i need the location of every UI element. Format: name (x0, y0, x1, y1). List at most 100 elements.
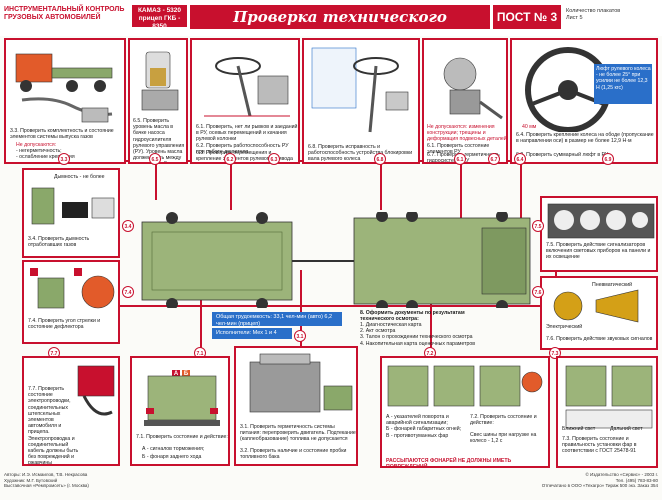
footer-authors: Авторы: И.Э. Исмаилов, Т.В. Некрасова Ху… (4, 472, 89, 488)
caption-6-3: 6.3. Проверить перемещения и крепление э… (196, 150, 293, 163)
truck-exhaust-illustration (15, 53, 113, 123)
post-number: ПОСТ № 3 (493, 5, 561, 29)
caption-7-2-note: Свес шины при нагрузке на колесо - 1,2 с (470, 432, 537, 445)
panel-exhaust-system: 3.3. Проверить комплектность и состояние… (4, 38, 126, 164)
connector-line (460, 150, 462, 220)
low-beam-label: Ближний свет (562, 426, 596, 432)
marker: 6.4 (514, 153, 526, 165)
caption-3-1: 3.1. Проверить герметичность системы пит… (240, 424, 356, 443)
marker-b: Б (182, 370, 190, 378)
steering-lock-illustration (311, 47, 409, 133)
marker: 7.5 (532, 220, 544, 232)
steering-column-illustration (204, 57, 290, 117)
marker: 6.2 (224, 153, 236, 165)
caption-7-1: 7.1. Проверить состояние и действие: (136, 434, 228, 440)
engine-illustration (249, 353, 353, 413)
marker: 7.4 (122, 286, 134, 298)
dashboard-illustration (547, 203, 655, 239)
lamp-damage-note: РАССЫПАЮТСЯ ФОНАРЕЙ НЕ ДОЛЖНЫ ИМЕТЬ ПОВР… (386, 458, 512, 468)
smoke-label: Дымность - не более (54, 174, 105, 180)
deflector-illustration (30, 268, 115, 309)
documents-block: 8. Оформить документы по результатам тех… (352, 310, 492, 352)
wheel-play-label: Люфт рулевого колеса - не более 25° при … (596, 66, 651, 91)
caption-7-1-a: А - сигналов торможения; (142, 446, 205, 452)
steering-gear-illustration (443, 57, 503, 120)
wheel-play-distance: 40 мм (522, 124, 537, 130)
sheet-info: Количество плакатов Лист 5 (566, 8, 658, 22)
sheet-count-label: Количество плакатов (566, 8, 621, 14)
oil-reservoir-illustration (141, 51, 179, 111)
poster-series-title: Инструментальный контроль грузовых автом… (4, 6, 125, 21)
caption-6-9: 6.9. Проверить суммарный люфт в РУ (516, 152, 609, 158)
truck-trailer-plan-view (141, 212, 531, 308)
page-title: Проверка технического состояния (190, 5, 490, 50)
headlight-aiming-illustration (565, 365, 653, 429)
connector-line (520, 150, 522, 220)
panel-steering-column: 6.1. Проверить, нет ли рывков и заеданий… (190, 38, 300, 164)
high-beam-label: Дальний свет (610, 426, 643, 432)
panel-dashboard-signals: 7.5. Проверить действие сигнализаторов в… (540, 196, 658, 272)
caption-7-2: 7.2. Проверить состояние и действие: (470, 414, 537, 427)
marker: 6.8 (374, 153, 386, 165)
marker: 7.6 (532, 286, 544, 298)
truck-front-rear-illustration (387, 365, 543, 407)
caption-6-8: 6.8. Проверить исправность и работоспосо… (308, 144, 413, 163)
marker: 3.1 (294, 330, 306, 342)
panel-wiring: 7.7. Проверить состояние электропроводки… (22, 356, 120, 466)
panel-deflector: 7.4. Проверить угол стрелки и состояние … (22, 260, 120, 344)
executors-info: Исполнители: Мех 1 и 4 (212, 328, 292, 339)
connector-line (230, 140, 232, 210)
connector-line (155, 140, 157, 200)
horn-illustration (553, 289, 639, 323)
steering-wheel-illustration (525, 47, 652, 132)
caption-7-4: 7.4. Проверить угол стрелки и состояние … (28, 318, 101, 331)
caption-3-4: 3.4. Проверить дымность отработавших газ… (28, 236, 90, 249)
connector-illustration (77, 365, 115, 416)
caption-7-3: 7.3. Проверить состояние и правильность … (562, 436, 637, 455)
caption-7-6: 7.6. Проверить действие звуковых сигнало… (546, 336, 653, 342)
marker: 6.5 (149, 153, 161, 165)
vehicle-badge: КАМАЗ - 5320 прицеп ГКБ - 8350 (132, 5, 187, 30)
marker: 3.4 (122, 220, 134, 232)
sheet-number: Лист 5 (566, 15, 583, 21)
horn-pneumatic-label: Пневматический (592, 282, 633, 288)
marker: 3.3 (58, 153, 70, 165)
caption-3-2: 3.2. Проверить наличие и состояние пробк… (240, 448, 347, 461)
caption-7-5: 7.5. Проверить действие сигнализаторов в… (546, 242, 651, 261)
panel-headlights: Ближний свет Дальний свет 7.3. Проверить… (556, 356, 658, 468)
connector-line (22, 305, 642, 307)
caption-6-2: 6.2. Проверить работоспособность РУ при … (196, 143, 289, 156)
documents-title: 8. Оформить документы по результатам тех… (360, 310, 465, 323)
marker: 6.7 (488, 153, 500, 165)
panel-horn: Пневматический Электрический 7.6. Провер… (540, 276, 658, 350)
smoke-meter-illustration (31, 187, 115, 225)
panel-power-steering-oil: 6.5. Проверить уровень масла в бачке нас… (128, 38, 188, 164)
footer-publisher: © Издательство «Сервис» - 2003 г. Тел. (… (541, 472, 658, 488)
caption-6-1: 6.1. Проверить, нет ли рывков и заеданий… (196, 124, 298, 143)
connector-line (380, 140, 382, 210)
labor-info: Общая трудоемкость: 33,1 чел-мин (авто) … (212, 312, 342, 327)
panel-steering-wheel-play: Люфт рулевого колеса - не более 25° при … (510, 38, 658, 164)
panel-steering-elements: Не допускаются: изменения конструкции; т… (422, 38, 508, 164)
panel-smoke: Дымность - не более 3.4. Проверить дымно… (22, 168, 120, 258)
marker: 6.9 (602, 153, 614, 165)
connector-line (200, 255, 202, 380)
marker: 6.1 (454, 153, 466, 165)
marker-a: А (172, 370, 180, 378)
documents-list: 1. Диагностическая карта 2. Акт осмотра … (360, 322, 476, 347)
panel-fuel-system: 3.1. Проверить герметичность системы пит… (234, 346, 358, 466)
panel-steering-lock: 6.8. Проверить исправность и работоспосо… (302, 38, 420, 164)
header: Инструментальный контроль грузовых автом… (0, 0, 662, 50)
caption-7-2-items: А - указателей поворота и аварийной сигн… (386, 414, 462, 439)
horn-electric-label: Электрический (546, 324, 583, 330)
caption-6-x-note: Не допускаются: изменения конструкции; т… (427, 124, 507, 143)
panel-turn-signals: А - указателей поворота и аварийной сигн… (380, 356, 550, 468)
truck-rear-illustration (144, 375, 220, 426)
caption-7-7: 7.7. Проверить состояние электропроводки… (28, 386, 79, 466)
marker: 6.3 (268, 153, 280, 165)
connector-line (430, 275, 432, 355)
caption-6-4: 6.4. Проверить крепление колеса на ободе… (516, 132, 654, 145)
